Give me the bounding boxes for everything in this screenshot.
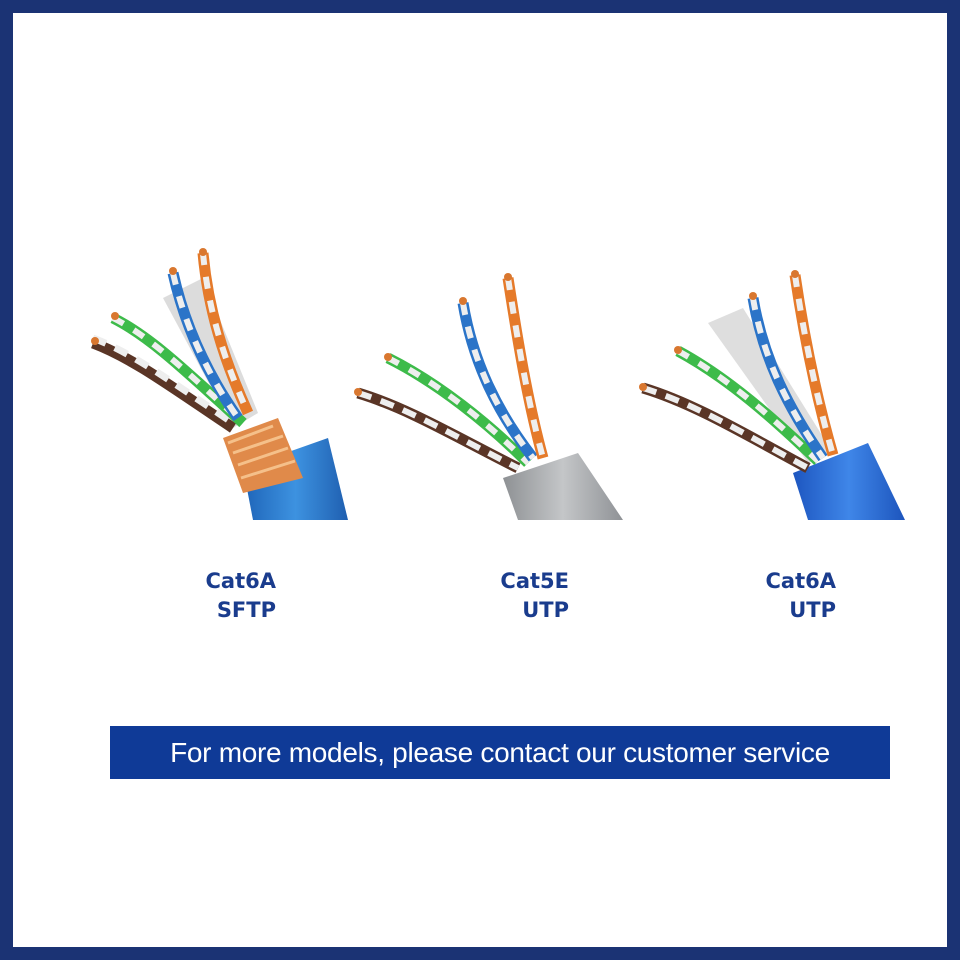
- caption-model: Cat6A: [205, 569, 277, 593]
- product-caption-cat6a-utp: Cat6A UTP: [751, 567, 837, 625]
- caption-model: Cat5E: [500, 569, 569, 593]
- cat6a-utp-cable-image: [639, 270, 905, 520]
- caption-type: UTP: [789, 598, 836, 622]
- contact-banner: For more models, please contact our cust…: [110, 726, 890, 779]
- caption-type: UTP: [522, 598, 569, 622]
- product-caption-cat5e-utp: Cat5E UTP: [495, 567, 569, 625]
- cat6a-sftp-cable-image: [91, 248, 348, 520]
- contact-banner-text: For more models, please contact our cust…: [170, 736, 830, 768]
- product-caption-cat6a-sftp: Cat6A SFTP: [191, 567, 277, 625]
- cat5e-utp-cable-image: [354, 273, 623, 520]
- caption-type: SFTP: [216, 598, 276, 622]
- caption-model: Cat6A: [765, 569, 837, 593]
